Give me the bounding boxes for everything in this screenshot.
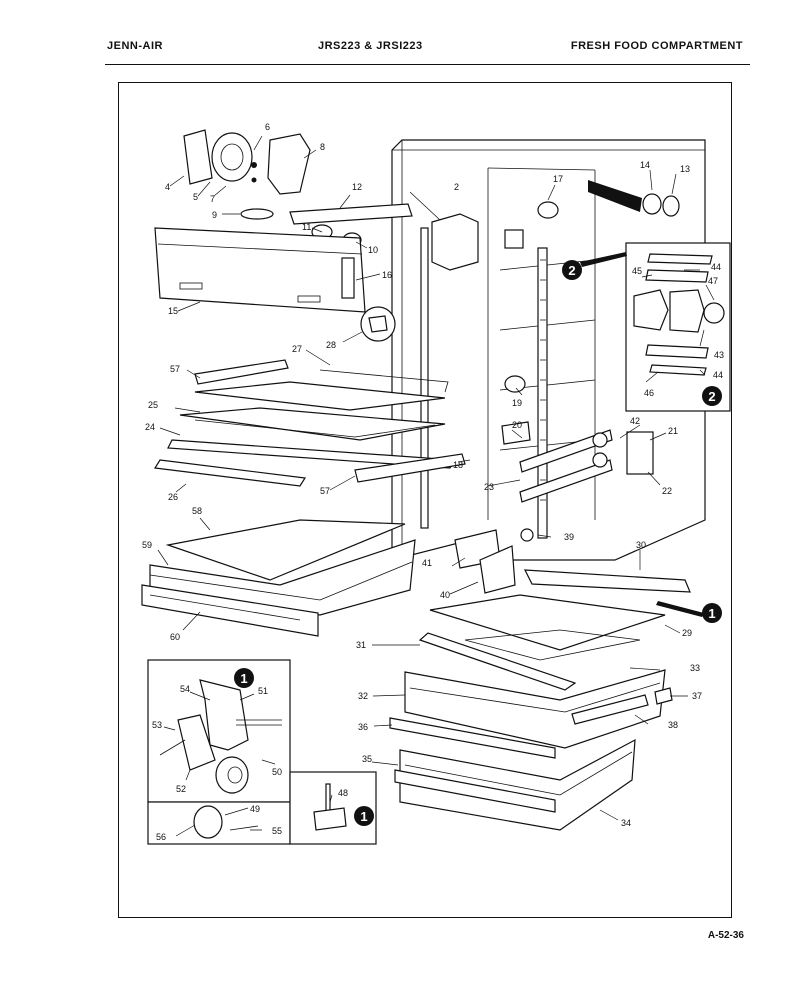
label-13: 13 bbox=[680, 164, 690, 174]
inset-detail-2 bbox=[625, 242, 731, 412]
svg-text:2: 2 bbox=[708, 389, 715, 404]
fan-assembly bbox=[183, 129, 311, 220]
label-14: 14 bbox=[640, 160, 650, 170]
label-52: 52 bbox=[176, 784, 186, 794]
label-50: 50 bbox=[272, 767, 282, 777]
label-46: 46 bbox=[644, 388, 654, 398]
part-number-labels: 4 5 6 7 8 9 10 11 12 13 14 15 16 17 18 1… bbox=[142, 122, 724, 842]
label-17: 17 bbox=[553, 174, 563, 184]
svg-text:1: 1 bbox=[708, 606, 715, 621]
drawer-supports bbox=[454, 529, 516, 594]
label-44-top: 44 bbox=[711, 262, 721, 272]
label-25: 25 bbox=[148, 400, 158, 410]
label-2: 2 bbox=[454, 182, 459, 192]
label-33: 33 bbox=[690, 663, 700, 673]
label-24: 24 bbox=[145, 422, 155, 432]
control-panel bbox=[154, 227, 366, 313]
label-20: 20 bbox=[512, 420, 522, 430]
label-43: 43 bbox=[714, 350, 724, 360]
label-40: 40 bbox=[440, 590, 450, 600]
label-48: 48 bbox=[338, 788, 348, 798]
diagram-code: A-52-36 bbox=[707, 930, 744, 941]
shelf-ladder bbox=[420, 227, 548, 539]
label-6: 6 bbox=[265, 122, 270, 132]
label-45: 45 bbox=[632, 266, 642, 276]
label-56: 56 bbox=[156, 832, 166, 842]
label-22: 22 bbox=[662, 486, 672, 496]
label-28: 28 bbox=[326, 340, 336, 350]
label-26: 26 bbox=[168, 492, 178, 502]
label-23: 23 bbox=[484, 482, 494, 492]
svg-text:1: 1 bbox=[240, 671, 247, 686]
label-57-top: 57 bbox=[170, 364, 180, 374]
label-7: 7 bbox=[210, 194, 215, 204]
magnified-detail bbox=[360, 306, 396, 342]
callout-2-mark: 2 2 bbox=[562, 252, 722, 406]
label-15: 15 bbox=[168, 306, 178, 316]
label-35: 35 bbox=[362, 754, 372, 764]
control-housing bbox=[431, 213, 479, 271]
label-41: 41 bbox=[422, 558, 432, 568]
label-10: 10 bbox=[368, 245, 378, 255]
label-5: 5 bbox=[193, 192, 198, 202]
label-4: 4 bbox=[165, 182, 170, 192]
label-32: 32 bbox=[358, 691, 368, 701]
label-30: 30 bbox=[636, 540, 646, 550]
label-57-bottom: 57 bbox=[320, 486, 330, 496]
upper-shelf bbox=[153, 359, 466, 487]
label-47: 47 bbox=[708, 276, 718, 286]
label-31: 31 bbox=[356, 640, 366, 650]
label-38: 38 bbox=[668, 720, 678, 730]
svg-text:2: 2 bbox=[568, 263, 575, 278]
label-9: 9 bbox=[212, 210, 217, 220]
label-59: 59 bbox=[142, 540, 152, 550]
label-44-bottom: 44 bbox=[713, 370, 723, 380]
callout-1-mark: 1 1 1 bbox=[234, 601, 722, 826]
model-number: JRS223 & JRSI223 bbox=[318, 40, 423, 52]
label-55: 55 bbox=[272, 826, 282, 836]
label-8: 8 bbox=[320, 142, 325, 152]
section-title: FRESH FOOD COMPARTMENT bbox=[570, 40, 743, 52]
label-19: 19 bbox=[512, 398, 522, 408]
label-39: 39 bbox=[564, 532, 574, 542]
diagram-frame bbox=[118, 82, 732, 918]
cabinet-brackets bbox=[588, 180, 680, 217]
label-11: 11 bbox=[302, 222, 311, 232]
label-27: 27 bbox=[292, 344, 302, 354]
shelf-supports bbox=[501, 201, 654, 542]
meat-keeper bbox=[141, 519, 416, 637]
brand-name: JENN-AIR bbox=[107, 40, 163, 52]
crisper-drawers bbox=[389, 569, 691, 831]
label-49: 49 bbox=[250, 804, 260, 814]
label-58: 58 bbox=[192, 506, 202, 516]
leader-lines bbox=[157, 135, 715, 837]
inset-detail-1 bbox=[147, 659, 291, 845]
label-12: 12 bbox=[352, 182, 362, 192]
label-51: 51 bbox=[258, 686, 268, 696]
label-37: 37 bbox=[692, 691, 702, 701]
label-29: 29 bbox=[682, 628, 692, 638]
label-21: 21 bbox=[668, 426, 678, 436]
label-18: 18 bbox=[453, 460, 463, 470]
svg-text:1: 1 bbox=[360, 809, 367, 824]
label-36: 36 bbox=[358, 722, 368, 732]
label-60: 60 bbox=[170, 632, 180, 642]
label-42: 42 bbox=[630, 416, 640, 426]
label-34: 34 bbox=[621, 818, 631, 828]
label-16: 16 bbox=[382, 270, 392, 280]
label-54: 54 bbox=[180, 684, 190, 694]
header-rule bbox=[105, 64, 750, 65]
label-53: 53 bbox=[152, 720, 162, 730]
